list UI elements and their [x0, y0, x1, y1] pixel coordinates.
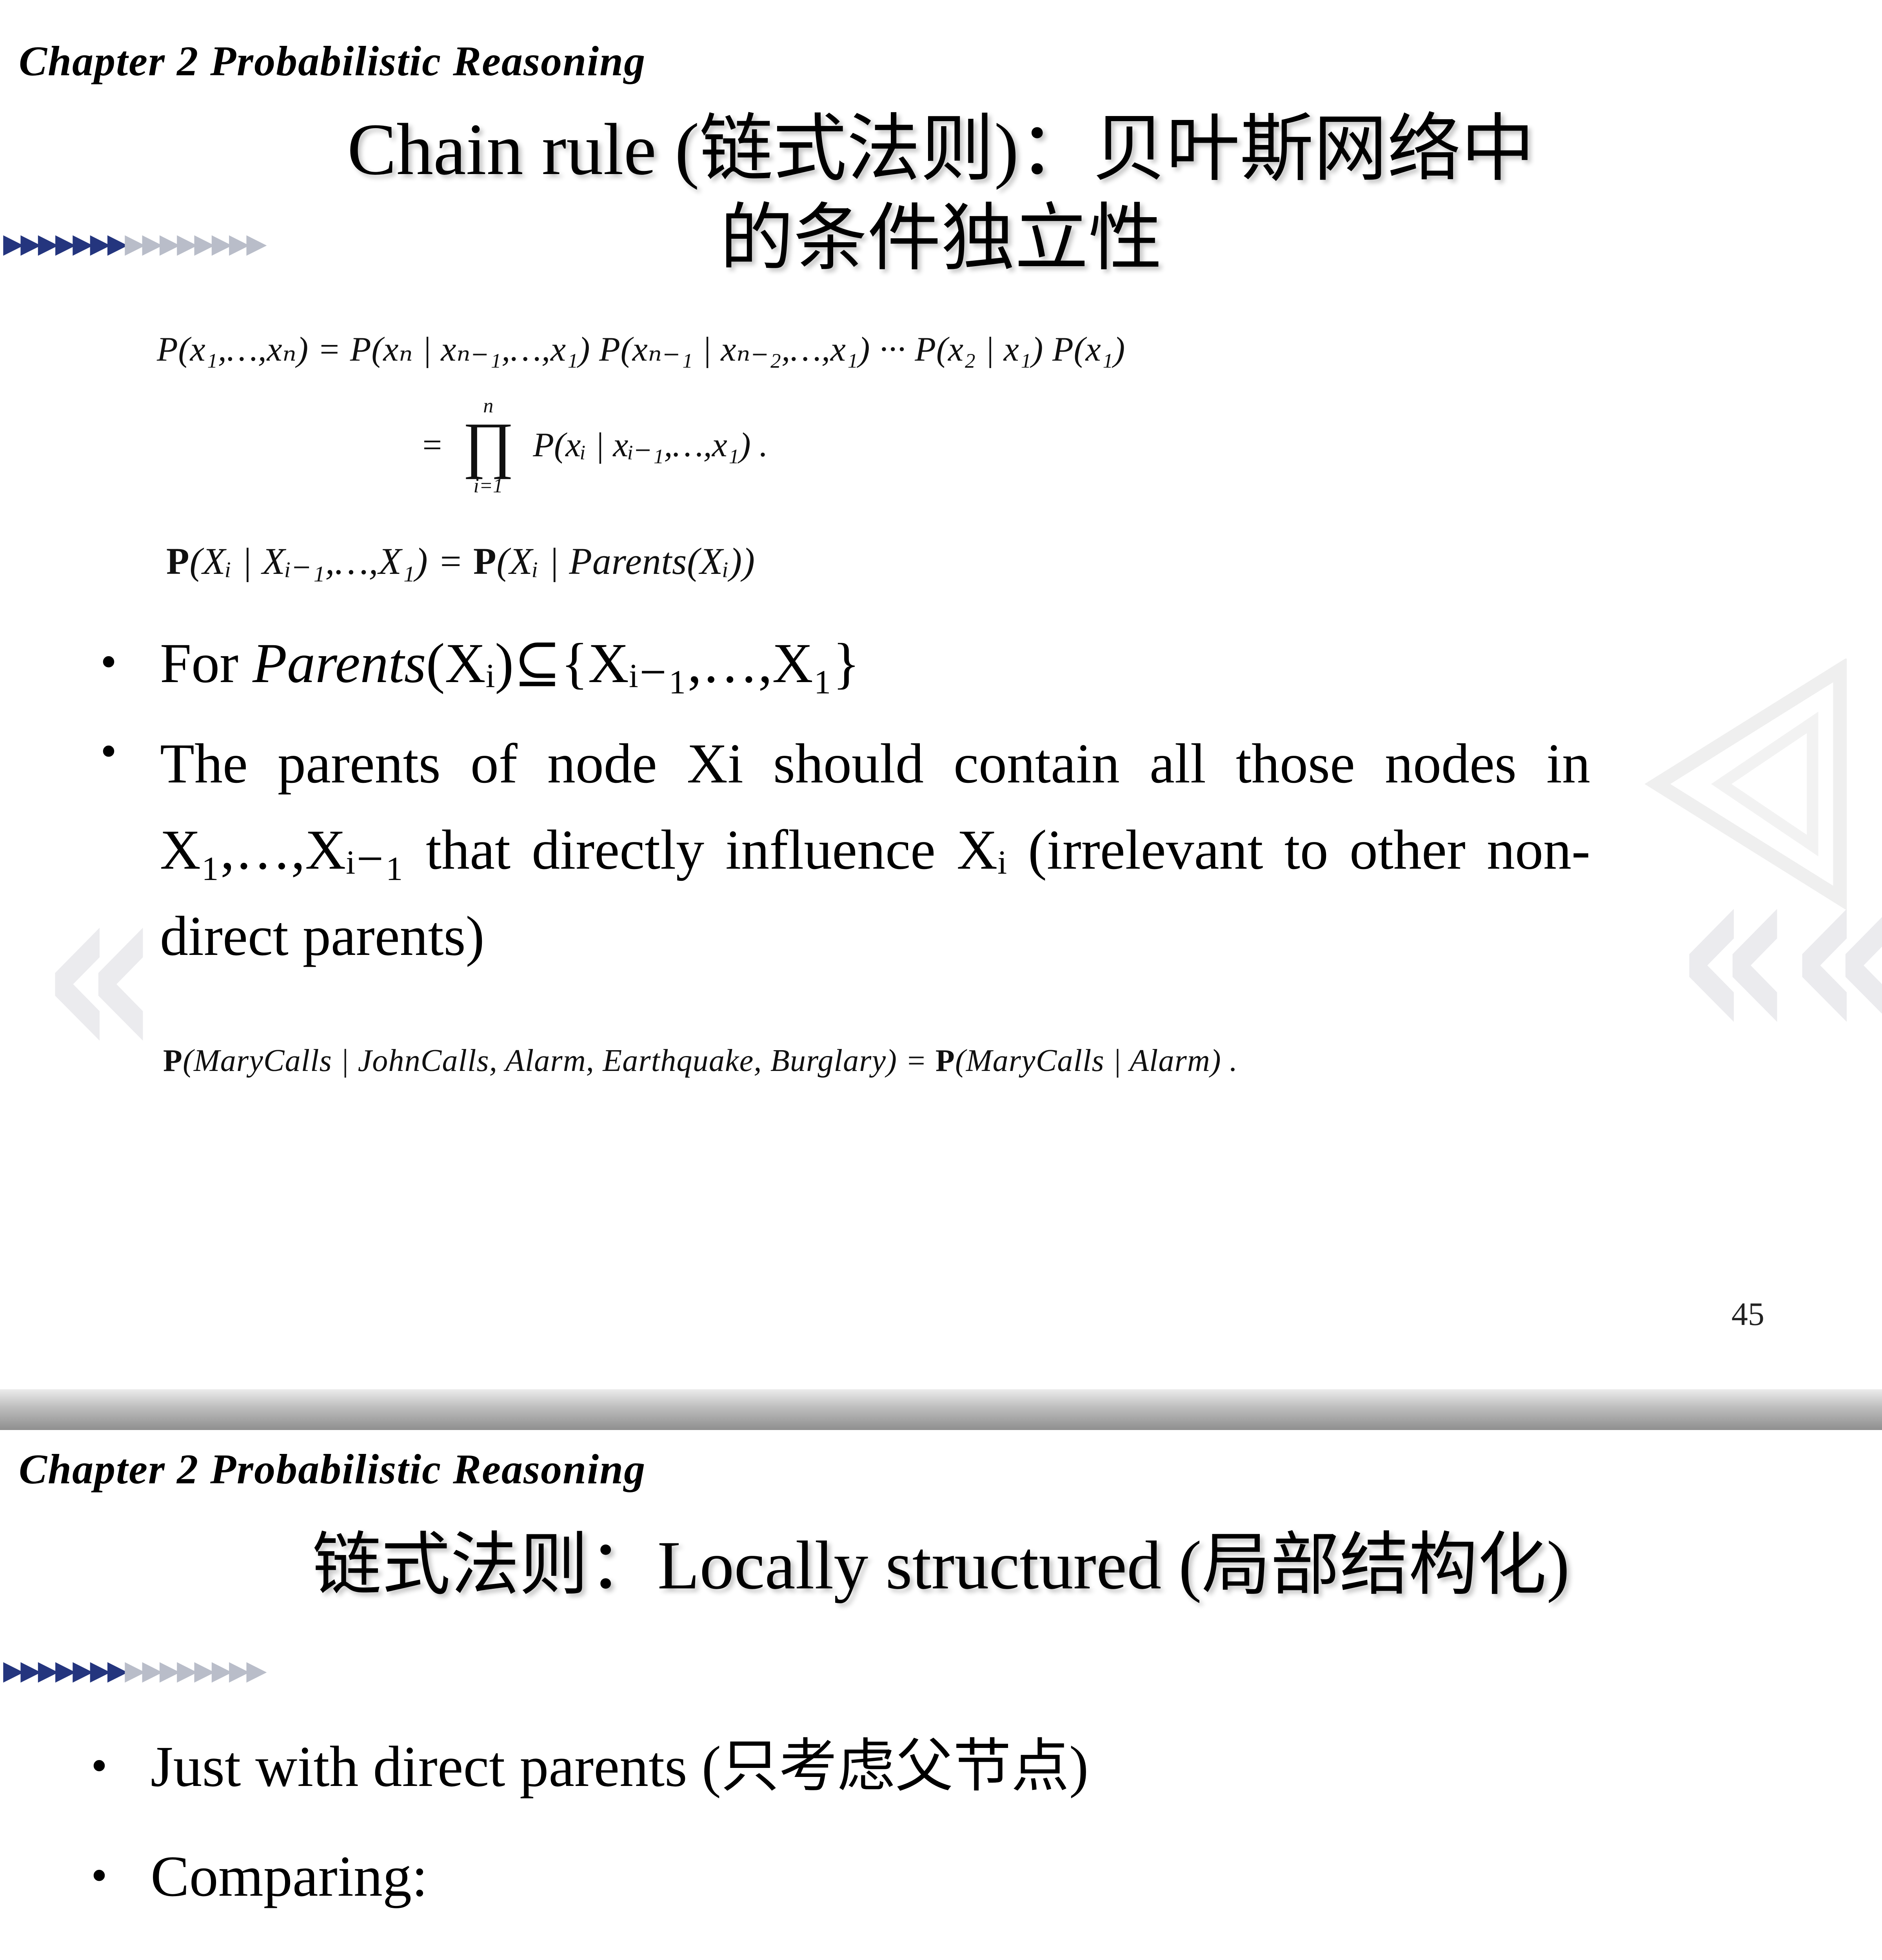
product-lower-limit: i=1: [473, 474, 503, 497]
bullet-comparing-text: Comparing:: [151, 1846, 428, 1910]
bullet-dot: •: [100, 726, 117, 778]
bold-P: P: [935, 1044, 955, 1079]
bullet-comparing: • Comparing:: [91, 1844, 428, 1914]
equals-sign: =: [420, 425, 444, 464]
bullet-dot: •: [91, 1850, 108, 1902]
bullet-for-parents: • For Parents(Xᵢ)⊆{Xᵢ₋₁,…,X₁}: [100, 630, 860, 698]
bold-P: P: [166, 543, 190, 583]
marycalls-formula: P(MaryCalls | JohnCalls, Alarm, Earthqua…: [163, 1044, 1238, 1080]
bullet-direct-parents-text: Just with direct parents (只考虑父节点): [151, 1736, 1089, 1800]
parents-formula: P(Xᵢ | Xᵢ₋₁,…,X₁) = P(Xᵢ | Parents(Xᵢ)): [166, 539, 755, 585]
parents-formula-mid: (Xᵢ | Xᵢ₋₁,…,X₁) =: [189, 543, 473, 583]
bold-P: P: [163, 1044, 183, 1079]
watermark-chevron-icon: «: [1675, 806, 1795, 1098]
slide-45-title-line1: Chain rule (链式法则)：贝叶斯网络中: [347, 110, 1535, 191]
slide-45-title: Chain rule (链式法则)：贝叶斯网络中 的条件独立性: [0, 107, 1882, 285]
slide-45-title-line2: 的条件独立性: [720, 199, 1162, 281]
bullet1-italic: Parents: [253, 632, 426, 695]
arrow-row-light: ▶▶▶▶▶▶▶▶: [125, 1656, 267, 1687]
arrow-row-dark: ▶▶▶▶▶▶▶: [3, 229, 128, 260]
bullet-direct-parents: • Just with direct parents (只考虑父节点): [91, 1734, 1088, 1804]
arrow-decoration: ▶▶▶▶▶▶▶▶▶▶▶▶▶▶▶: [3, 229, 267, 260]
arrow-row-dark: ▶▶▶▶▶▶▶: [3, 1656, 128, 1687]
bullet-for-parents-text: For Parents(Xᵢ)⊆{Xᵢ₋₁,…,X₁}: [160, 630, 860, 698]
bold-P: P: [473, 543, 497, 583]
chain-rule-formula-line1: P(x₁,…,xₙ) = P(xₙ | xₙ₋₁,…,x₁) P(xₙ₋₁ | …: [157, 329, 1125, 368]
arrow-row-light: ▶▶▶▶▶▶▶▶: [125, 229, 267, 260]
watermark-chevron-icon: «: [41, 824, 160, 1117]
slide-divider: [0, 1389, 1882, 1430]
product-upper-limit: n: [483, 394, 494, 417]
page-number-45: 45: [1731, 1295, 1764, 1333]
chain-rule-formula-line2: = n ∏ i=1 P(xᵢ | xᵢ₋₁,…,x₁) .: [420, 395, 768, 495]
product-body: P(xᵢ | xᵢ₋₁,…,x₁) .: [533, 425, 768, 464]
parents-formula-rest: (Xᵢ | Parents(Xᵢ)): [496, 543, 755, 583]
bullet1-pre: For: [160, 632, 253, 695]
product-operator: ∏: [462, 409, 514, 480]
watermark-triangle-icon: [1644, 659, 1847, 909]
bullet1-post: (Xᵢ)⊆{Xᵢ₋₁,…,X₁}: [426, 632, 860, 695]
bullet-dot: •: [91, 1740, 108, 1792]
bullet-dot: •: [100, 637, 117, 688]
product-symbol: n ∏ i=1: [462, 395, 514, 495]
marycalls-formula-rest: (MaryCalls | Alarm) .: [955, 1044, 1238, 1079]
chapter-header: Chapter 2 Probabilistic Reasoning: [19, 1446, 646, 1493]
marycalls-formula-mid: (MaryCalls | JohnCalls, Alarm, Earthquak…: [183, 1044, 936, 1079]
bullet-parents-explanation: • The parents of node Xi should contain …: [100, 721, 1590, 980]
chapter-header: Chapter 2 Probabilistic Reasoning: [19, 38, 646, 85]
bullet-parents-explanation-text: The parents of node Xi should contain al…: [160, 732, 1590, 967]
arrow-decoration: ▶▶▶▶▶▶▶▶▶▶▶▶▶▶▶: [3, 1656, 267, 1687]
slide-46-title: 链式法则：Locally structured (局部结构化): [312, 1527, 1570, 1604]
